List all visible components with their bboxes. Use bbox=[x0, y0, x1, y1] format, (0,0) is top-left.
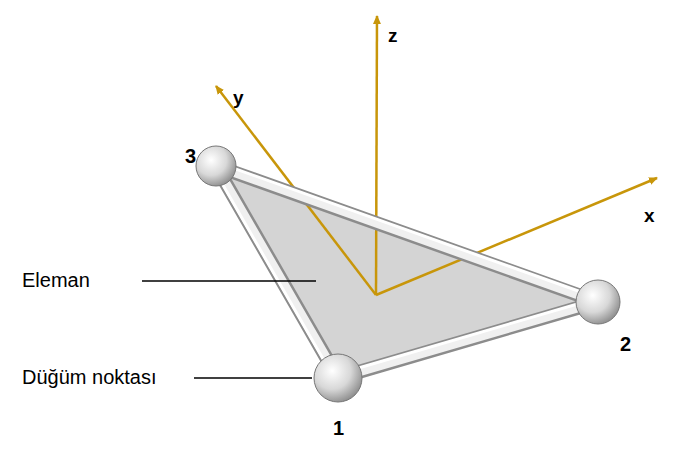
callout-number: 2 bbox=[620, 334, 631, 354]
leader-lines bbox=[142, 281, 316, 378]
part-name: Eleman bbox=[22, 270, 90, 290]
callout-number: 1 bbox=[333, 418, 344, 438]
axis-label: z bbox=[388, 26, 398, 45]
element-edges bbox=[212, 162, 598, 378]
node-spheres bbox=[196, 146, 620, 402]
part-name: Düğüm noktası bbox=[22, 367, 157, 387]
coordinate-axes bbox=[216, 16, 657, 295]
callout-number: 3 bbox=[185, 146, 196, 166]
axis-label: y bbox=[233, 88, 244, 107]
axis-label: x bbox=[644, 206, 655, 225]
